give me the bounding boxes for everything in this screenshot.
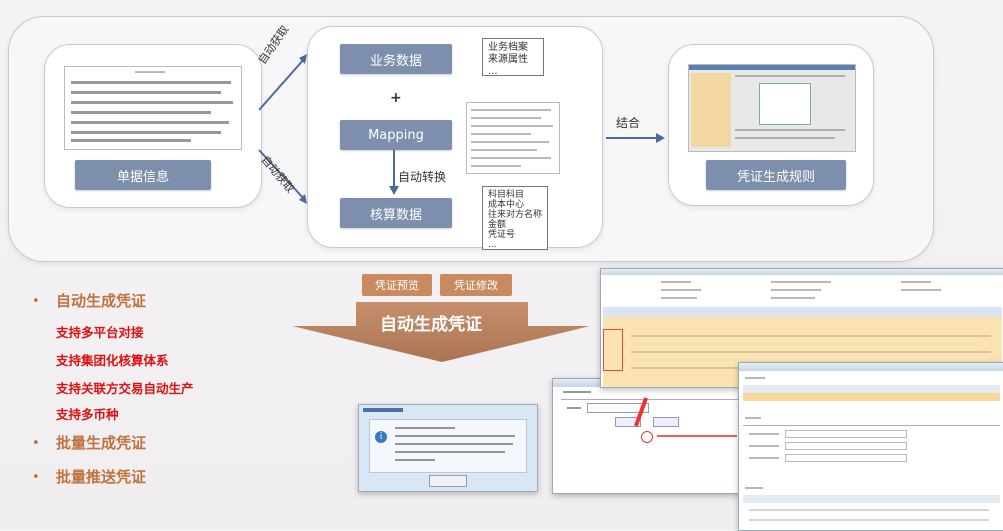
feature-multi-platform: 支持多平台对接 [56, 325, 144, 340]
feature-related-party: 支持关联方交易自动生产 [56, 381, 194, 396]
business-data-button[interactable]: 业务数据 [340, 44, 452, 74]
info-icon: i [375, 431, 387, 443]
mapping-table-thumbnail [466, 102, 560, 174]
info-dialog-screenshot: i [358, 404, 538, 492]
voucher-screenshot-thumbnail [688, 64, 856, 152]
source-document-thumbnail [64, 66, 242, 150]
accounting-note-line: 凭证号 [488, 230, 516, 240]
convert-arrow [389, 150, 399, 195]
business-data-note: 业务档案 来源属性 ... [482, 38, 544, 77]
accounting-note-line: 往来对方名称 [488, 210, 543, 220]
accounting-note-line: 科目科目 [488, 190, 525, 200]
voucher-detail-screenshot [738, 362, 1003, 531]
feature-auto-generate: 自动生成凭证 [56, 292, 147, 310]
feature-batch-generate: 批量生成凭证 [56, 434, 147, 452]
accounting-note-line: ... [488, 240, 497, 250]
combine-label: 结合 [616, 116, 641, 130]
accounting-note-line: 成本中心 [488, 200, 525, 210]
auto-convert-label: 自动转换 [398, 170, 447, 184]
source-info-button[interactable]: 单据信息 [75, 160, 211, 190]
business-note-line: ... [488, 66, 498, 77]
combine-arrow [606, 133, 665, 143]
bullet-dot: • [32, 294, 40, 309]
accounting-note-line: 金额 [488, 220, 507, 230]
generate-banner-label: 自动生成凭证 [380, 315, 482, 335]
flow-arrows-left [258, 54, 307, 204]
generate-arrow-banner [292, 302, 590, 362]
voucher-modify-button[interactable]: 凭证修改 [440, 274, 512, 296]
feature-group-accounting: 支持集团化核算体系 [56, 353, 169, 368]
accounting-data-button[interactable]: 核算数据 [340, 198, 452, 228]
business-note-line: 业务档案 [488, 42, 528, 53]
business-note-line: 来源属性 [488, 54, 528, 65]
bullet-dot: • [32, 436, 40, 451]
accounting-data-note: 科目科目 成本中心 往来对方名称 金额 凭证号 ... [482, 186, 548, 250]
search-dialog-screenshot [552, 378, 750, 494]
plus-sign: + [390, 90, 402, 106]
feature-batch-push: 批量推送凭证 [56, 468, 147, 486]
feature-multi-currency: 支持多币种 [56, 407, 119, 422]
mapping-button[interactable]: Mapping [340, 120, 452, 150]
bullet-dot: • [32, 470, 40, 485]
voucher-preview-button[interactable]: 凭证预览 [362, 274, 432, 296]
voucher-rule-button[interactable]: 凭证生成规则 [706, 160, 846, 190]
